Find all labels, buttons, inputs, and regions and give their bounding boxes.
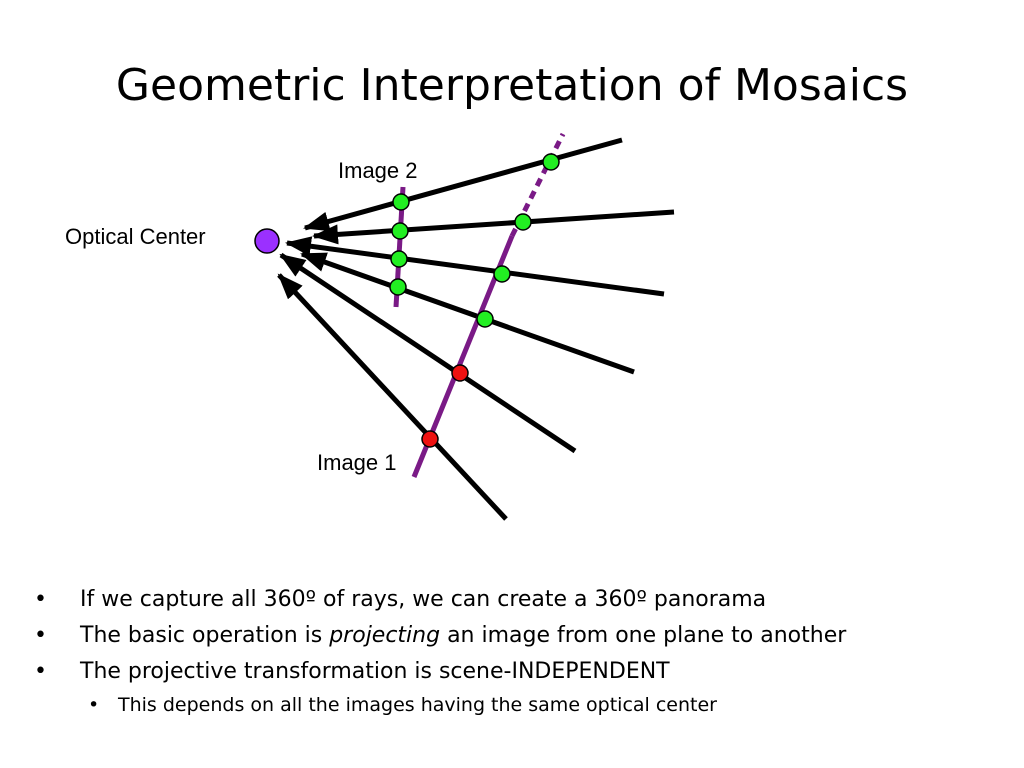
bullet-dot: • bbox=[34, 587, 47, 612]
ray-5 bbox=[279, 252, 577, 454]
image2-label: Image 2 bbox=[338, 158, 418, 183]
ray-3 bbox=[285, 236, 665, 297]
bullet-item: • The projective transformation is scene… bbox=[30, 654, 1000, 690]
bullet-dot: • bbox=[34, 623, 47, 648]
image1-label: Image 1 bbox=[317, 450, 397, 475]
hit-point bbox=[392, 193, 410, 211]
bullet-text: The projective transformation is scene-I… bbox=[80, 659, 670, 684]
hit-point-red bbox=[451, 364, 469, 382]
image2-hits bbox=[389, 193, 410, 296]
optical-center-label: Optical Center bbox=[65, 224, 206, 249]
ray-4 bbox=[300, 251, 635, 375]
hit-point bbox=[389, 278, 407, 296]
image1-hits bbox=[421, 153, 560, 448]
bullet-item: • The basic operation is projecting an i… bbox=[30, 618, 1000, 654]
bullet-text-before: The basic operation is bbox=[80, 623, 330, 648]
bullet-item: • If we capture all 360º of rays, we can… bbox=[30, 582, 1000, 618]
hit-point bbox=[390, 250, 408, 268]
sub-bullet-item: • This depends on all the images having … bbox=[30, 690, 1000, 720]
sub-bullet-text: This depends on all the images having th… bbox=[118, 694, 717, 716]
bullet-text-after: an image from one plane to another bbox=[440, 623, 847, 648]
hit-point bbox=[514, 213, 532, 231]
bullet-text-emphasis: projecting bbox=[329, 623, 441, 648]
ray-6 bbox=[277, 273, 508, 521]
bullet-dot: • bbox=[88, 694, 100, 716]
bullet-text: If we capture all 360º of rays, we can c… bbox=[80, 587, 767, 612]
mosaic-diagram bbox=[254, 132, 675, 521]
bullet-list: • If we capture all 360º of rays, we can… bbox=[30, 582, 1000, 720]
rays bbox=[277, 137, 675, 521]
slide-title: Geometric Interpretation of Mosaics bbox=[115, 60, 909, 111]
optical-center-dot bbox=[254, 228, 280, 254]
hit-point bbox=[391, 222, 409, 240]
ray-2 bbox=[312, 209, 675, 245]
ray-1 bbox=[303, 137, 623, 232]
hit-point-red bbox=[421, 430, 439, 448]
hit-point bbox=[476, 310, 494, 328]
hit-point bbox=[542, 153, 560, 171]
bullet-dot: • bbox=[34, 659, 47, 684]
hit-point bbox=[493, 265, 511, 283]
